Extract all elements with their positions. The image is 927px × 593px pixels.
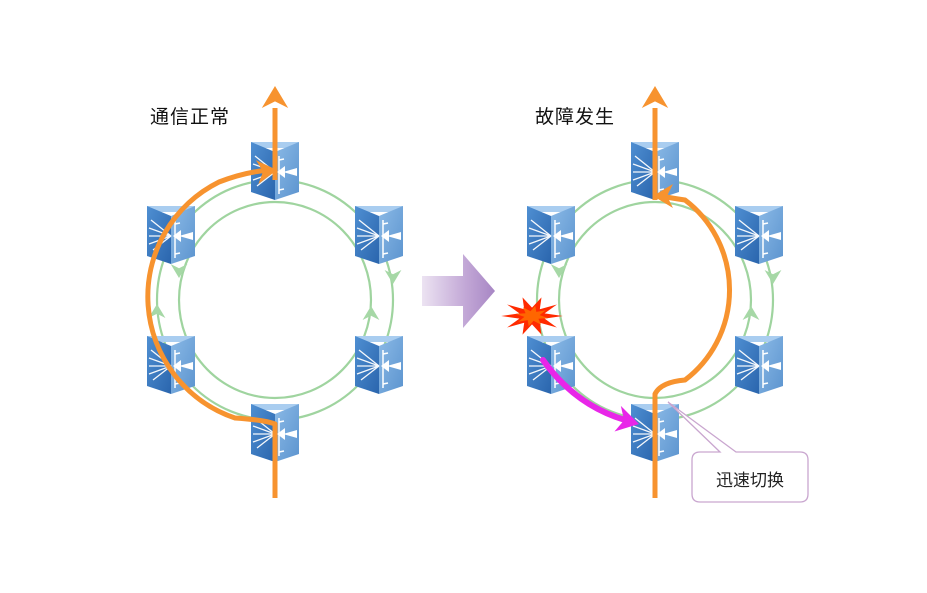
panel-normal bbox=[145, 86, 404, 498]
traffic-arrow-icon bbox=[255, 160, 277, 185]
callout-bubble bbox=[667, 401, 809, 503]
ring-arrow-down-icon bbox=[170, 264, 188, 278]
network-switch-icon bbox=[734, 205, 784, 265]
network-switch-icon bbox=[354, 205, 404, 265]
panel-title-normal: 通信正常 bbox=[150, 106, 231, 128]
panel-title-fault: 故障发生 bbox=[535, 106, 616, 128]
network-switch-icon bbox=[354, 335, 404, 395]
traffic-out-arrow-icon bbox=[641, 86, 669, 108]
ring-arrow-down-icon bbox=[384, 270, 402, 284]
traffic-path bbox=[652, 193, 733, 498]
traffic-out-arrow-icon bbox=[261, 86, 289, 108]
ring-inner bbox=[177, 200, 373, 400]
panel-fault bbox=[501, 86, 784, 498]
ring-arrow-up-icon bbox=[742, 306, 760, 320]
callout-text: 迅速切换 bbox=[716, 470, 784, 491]
network-switch-icon bbox=[146, 335, 196, 395]
right-arrow-icon bbox=[422, 254, 495, 328]
network-switch-icon bbox=[526, 205, 576, 265]
network-switch-icon bbox=[734, 335, 784, 395]
ring-arrow-up-icon bbox=[148, 304, 166, 318]
switchover-arrow-icon bbox=[614, 405, 639, 432]
traffic-path bbox=[145, 167, 278, 498]
switchover-path bbox=[540, 357, 628, 423]
ring-arrow-down-icon bbox=[550, 264, 568, 278]
ring-inner bbox=[557, 200, 753, 400]
fault-burst-core bbox=[515, 305, 549, 327]
ring-arrow-down-icon bbox=[764, 270, 782, 284]
traffic-arrow-icon bbox=[653, 184, 673, 208]
ring-arrow-up-icon bbox=[362, 306, 380, 320]
